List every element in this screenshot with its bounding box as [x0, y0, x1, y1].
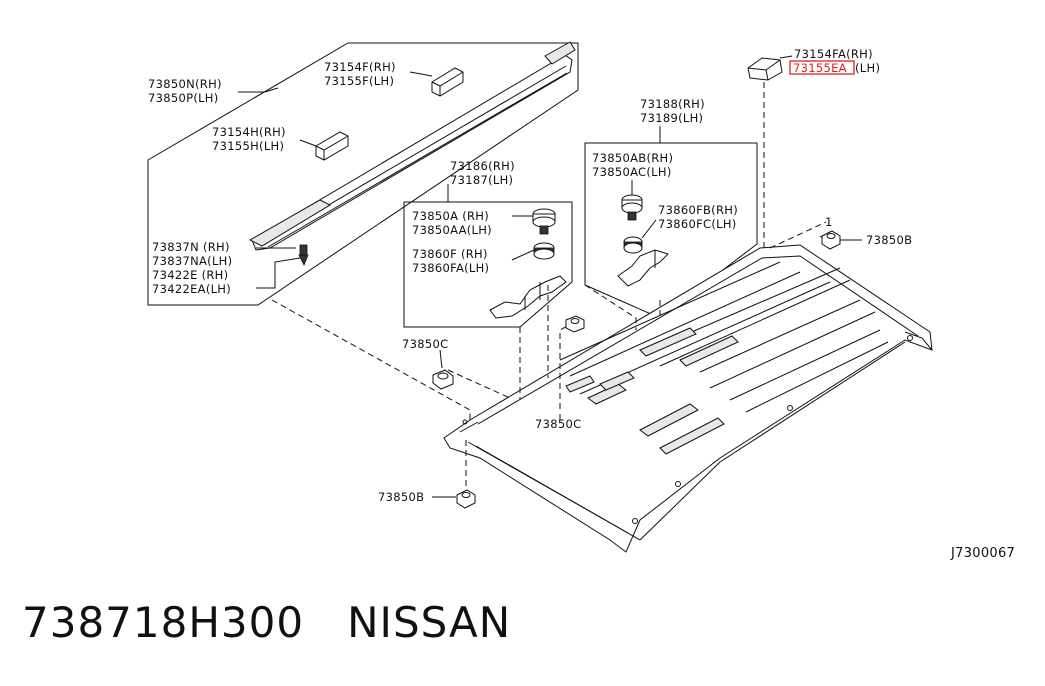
label-73154fa-rh: 73154FA(RH): [794, 47, 873, 61]
nut-73850b-right: [821, 230, 841, 250]
clip-73850a: [532, 208, 556, 235]
label-73850p-lh: 73850P(LH): [148, 91, 219, 105]
label-73189-lh: 73189(LH): [640, 111, 703, 125]
rivet-73837n: [298, 244, 309, 266]
label-73860fb-rh: 73860FB(RH): [658, 203, 738, 217]
label-73187-lh: 73187(LH): [450, 173, 513, 187]
clip-73154h: [315, 131, 349, 161]
label-73850c-left: 73850C: [402, 337, 448, 351]
brand-name: NISSAN: [347, 598, 512, 647]
label-73422ea-lh: 73422EA(LH): [152, 282, 231, 296]
label-73850b-right: 73850B: [866, 233, 912, 247]
label-73860fa-lh: 73860FA(LH): [412, 261, 489, 275]
nut-73860f: [533, 242, 555, 260]
label-73860f-rh: 73860F (RH): [412, 247, 488, 261]
label-73155ea-part: 73155EA: [793, 61, 847, 75]
label-73837n-rh: 73837N (RH): [152, 240, 230, 254]
nut-73850b-bottom: [456, 489, 476, 509]
label-73155ea-lh: (LH): [855, 61, 880, 75]
roof-panel: [443, 244, 933, 553]
label-73850aa-lh: 73850AA(LH): [412, 223, 492, 237]
nut-73850c-left: [432, 369, 454, 390]
marker-1: 1: [825, 215, 833, 229]
clip-73154f: [431, 67, 464, 97]
bracket-73188: [617, 249, 669, 287]
label-73154f-rh: 73154F(RH): [324, 60, 396, 74]
nut-73850c-center: [565, 315, 585, 333]
label-73860fc-lh: 73860FC(LH): [658, 217, 737, 231]
side-rail-part: [248, 41, 576, 251]
label-73155f-lh: 73155F(LH): [324, 74, 394, 88]
label-73155h-lh: 73155H(LH): [212, 139, 284, 153]
bracket-enclosure-left: [403, 201, 573, 328]
highlight-box-73155ea: [789, 60, 855, 75]
part-number: 738718H300: [22, 598, 305, 647]
clip-73850ab: [621, 194, 643, 221]
label-73837na-lh: 73837NA(LH): [152, 254, 232, 268]
label-73850ac-lh: 73850AC(LH): [592, 165, 672, 179]
label-73188-rh: 73188(RH): [640, 97, 705, 111]
label-73422e-rh: 73422E (RH): [152, 268, 228, 282]
label-73186-rh: 73186(RH): [450, 159, 515, 173]
label-73850b-bottom: 73850B: [378, 490, 424, 504]
label-73850c-center: 73850C: [535, 417, 581, 431]
clip-73154fa: [747, 57, 783, 81]
label-73850a-rh: 73850A (RH): [412, 209, 489, 223]
diagram-code: J7300067: [950, 546, 1015, 561]
side-rail-enclosure: [147, 42, 579, 306]
bracket-73186: [489, 275, 567, 319]
label-73850n-rh: 73850N(RH): [148, 77, 222, 91]
footer-title: 738718H300 NISSAN: [22, 598, 511, 647]
label-73850ab-rh: 73850AB(RH): [592, 151, 673, 165]
nut-73860fb: [623, 236, 643, 254]
label-73154h-rh: 73154H(RH): [212, 125, 286, 139]
